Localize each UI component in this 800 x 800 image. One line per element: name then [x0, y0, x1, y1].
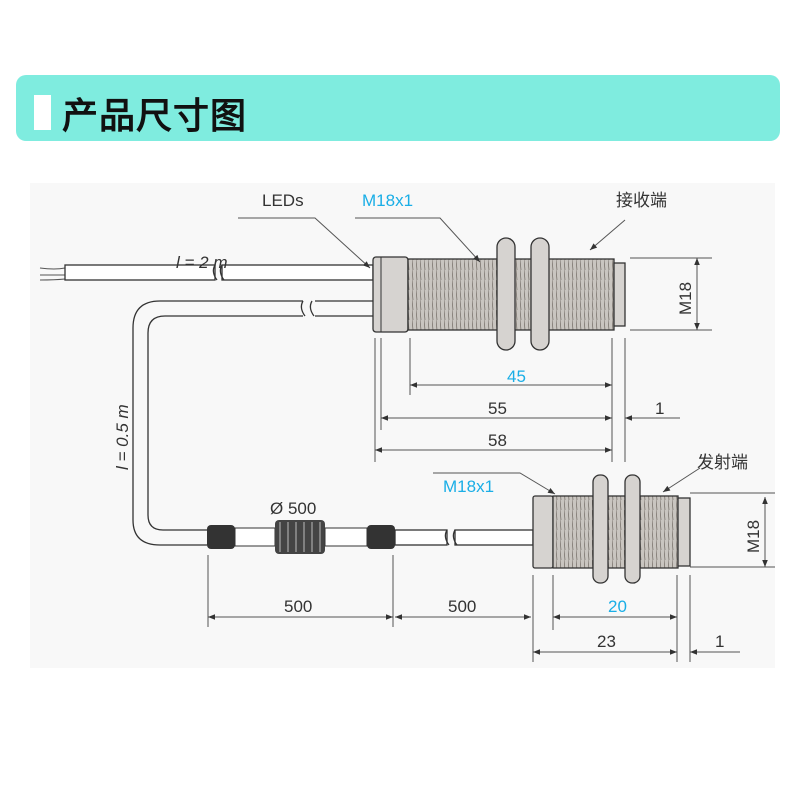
link-cable-length: l = 0.5 m — [113, 404, 132, 470]
header-marker — [34, 95, 51, 130]
dim-receiver-thread: 45 — [507, 367, 526, 386]
cable-connector — [207, 520, 534, 554]
dim-receiver-cap: 1 — [655, 399, 664, 418]
receiver-sensor — [372, 237, 626, 351]
dim-receiver-body: 55 — [488, 399, 507, 418]
receiver-label: 接收端 — [616, 191, 667, 210]
connector-label: Ø 500 — [270, 499, 316, 518]
receiver-cable — [39, 264, 374, 546]
emitter-dimensions — [207, 492, 775, 662]
receiver-diameter-label: M18 — [676, 282, 695, 315]
emitter-diameter-label: M18 — [744, 520, 763, 553]
dim-emitter-cap: 1 — [715, 632, 724, 651]
dim-cable-right: 500 — [448, 597, 476, 616]
dim-emitter-thread: 20 — [608, 597, 627, 616]
receiver-dimensions — [374, 257, 712, 462]
emitter-thread-label: M18x1 — [443, 477, 494, 496]
leds-label: LEDs — [262, 191, 304, 210]
section-header: 产品尺寸图 — [16, 75, 780, 141]
emitter-sensor — [532, 474, 691, 584]
emitter-label: 发射端 — [697, 453, 748, 472]
receiver-thread-label: M18x1 — [362, 191, 413, 210]
dim-emitter-total: 23 — [597, 632, 616, 651]
dim-cable-left: 500 — [284, 597, 312, 616]
dim-receiver-total: 58 — [488, 431, 507, 450]
section-title: 产品尺寸图 — [62, 96, 248, 137]
receiver-cable-length: l = 2 m — [176, 253, 228, 272]
